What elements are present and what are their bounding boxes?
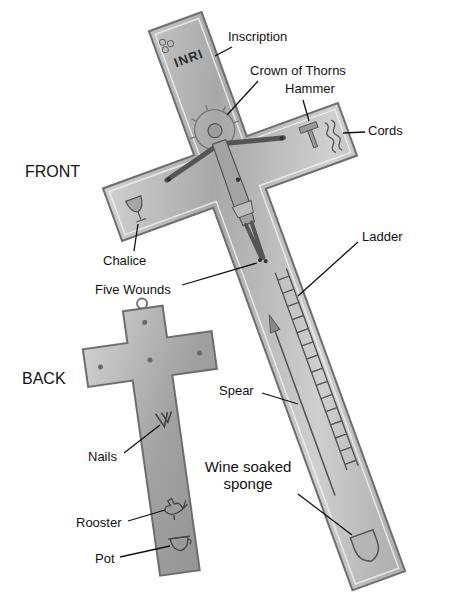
nails-symbol xyxy=(156,412,174,428)
side-heading: FRONT xyxy=(25,163,80,181)
side-heading: BACK xyxy=(22,370,66,388)
rivets xyxy=(92,313,202,370)
part-label: Chalice xyxy=(103,254,146,269)
cross-body xyxy=(78,299,244,581)
part-label: Ladder xyxy=(362,230,402,245)
ladder-symbol xyxy=(275,269,358,470)
rooster-symbol xyxy=(164,496,190,521)
cross-body xyxy=(58,0,457,600)
part-label: Pot xyxy=(95,552,115,567)
part-label: Nails xyxy=(88,450,117,465)
cross-inscription: INRI xyxy=(172,47,205,71)
chalice-symbol xyxy=(126,196,149,223)
part-label: Cords xyxy=(368,124,403,139)
part-label: Rooster xyxy=(76,516,122,531)
front-cross xyxy=(58,0,457,600)
hammer-symbol xyxy=(299,122,324,151)
corpus-figure xyxy=(154,103,319,280)
cords-symbol xyxy=(323,120,344,154)
part-label: Wine soaked sponge xyxy=(200,458,296,493)
part-label: Spear xyxy=(219,384,254,399)
part-label: Hammer xyxy=(285,82,335,97)
part-label: Crown of Thorns xyxy=(250,64,346,79)
part-label: Inscription xyxy=(228,30,287,45)
leader-lines xyxy=(120,47,365,557)
part-label: Five Wounds xyxy=(95,283,171,298)
five-wounds xyxy=(166,136,322,286)
back-cross xyxy=(77,290,244,582)
top-beads xyxy=(159,36,176,54)
pot-symbol xyxy=(168,536,192,552)
sponge-symbol xyxy=(350,530,382,565)
cross-bevel xyxy=(64,0,457,600)
